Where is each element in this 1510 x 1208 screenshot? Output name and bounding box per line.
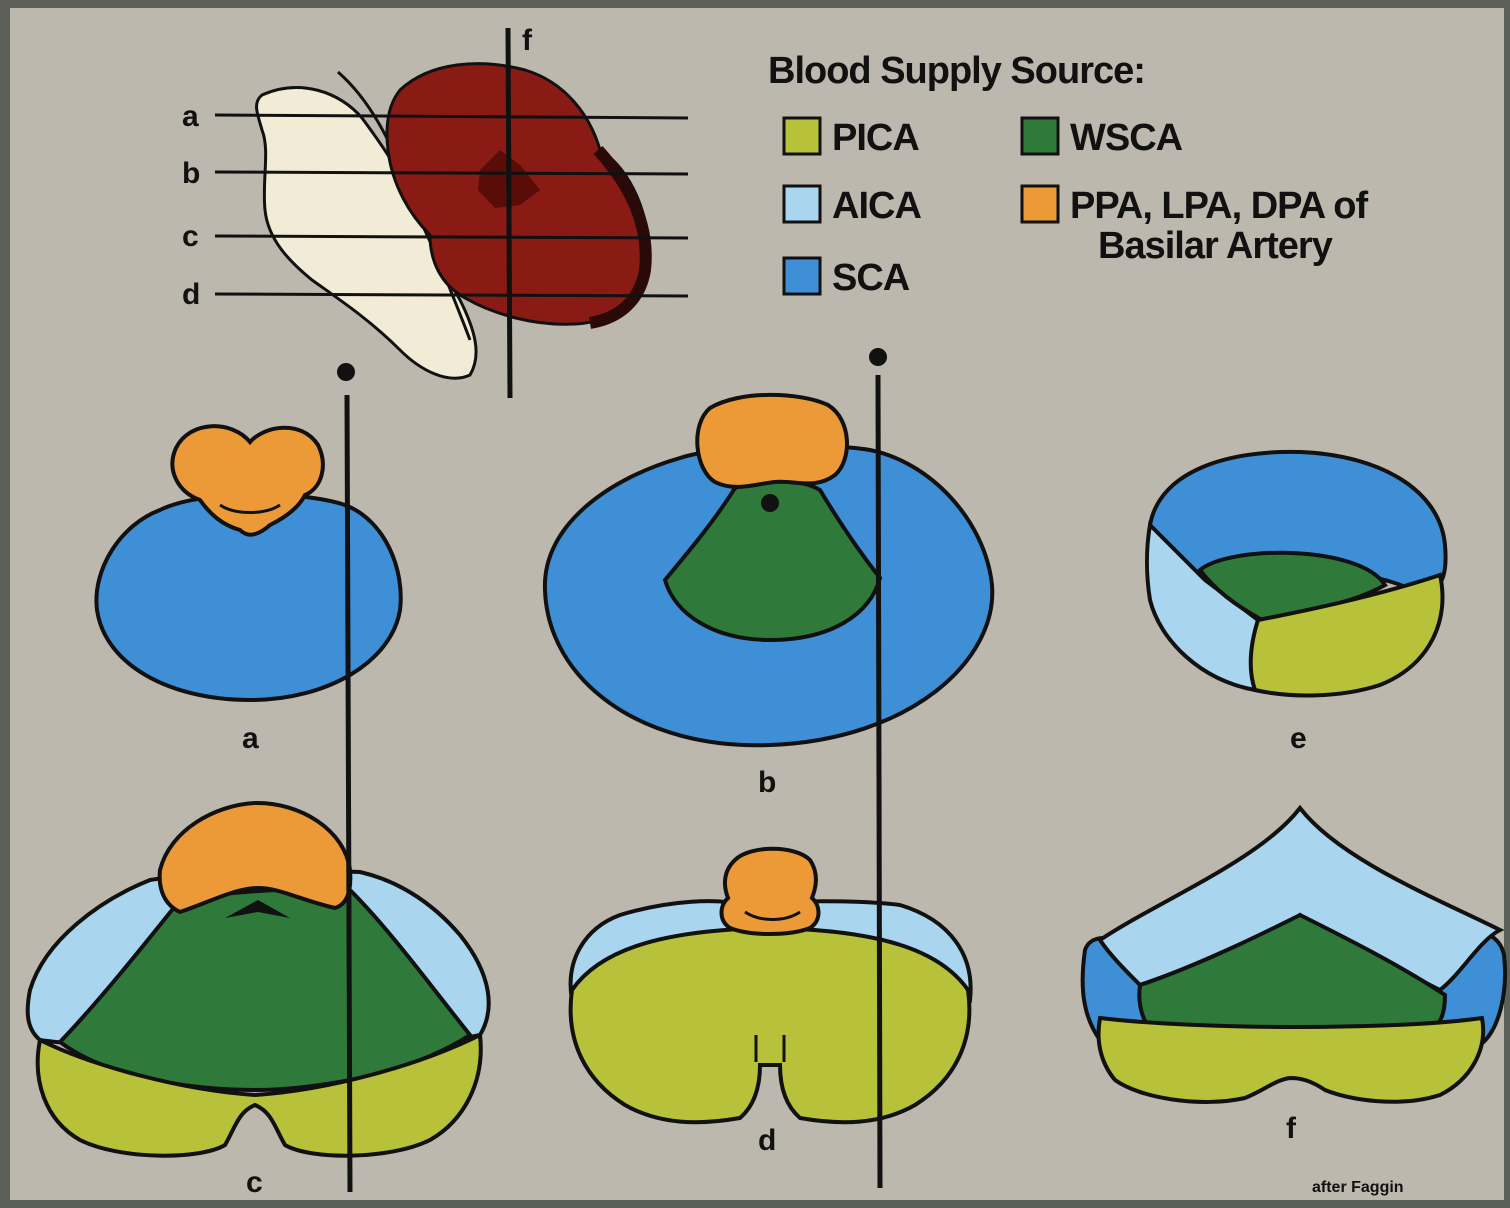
section-c-label: c bbox=[246, 1166, 263, 1199]
section-d-label: d bbox=[758, 1124, 776, 1157]
cut-line-d bbox=[215, 294, 688, 296]
legend-swatch-wsca bbox=[1022, 118, 1058, 154]
legend-label-sca: SCA bbox=[832, 257, 910, 299]
cut-label-a: a bbox=[182, 100, 199, 133]
midline-cut-right-marker bbox=[869, 348, 887, 366]
section-b-aqueduct bbox=[761, 494, 779, 512]
legend-swatch-pica bbox=[784, 118, 820, 154]
legend-label-basilar-2: Basilar Artery bbox=[1098, 225, 1333, 267]
legend-label-basilar: PPA, LPA, DPA of bbox=[1070, 185, 1368, 227]
legend-title: Blood Supply Source: bbox=[768, 50, 1145, 92]
section-b-basilar bbox=[697, 395, 847, 487]
legend-label-pica: PICA bbox=[832, 117, 919, 159]
credit-text: after Faggin bbox=[1312, 1179, 1404, 1196]
legend-swatch-basilar bbox=[1022, 186, 1058, 222]
cut-label-c: c bbox=[182, 220, 199, 253]
cut-line-f bbox=[508, 28, 510, 398]
legend-swatch-aica bbox=[784, 186, 820, 222]
midline-cut-left bbox=[347, 395, 350, 1192]
cut-label-b: b bbox=[182, 157, 200, 190]
cut-label-d: d bbox=[182, 278, 200, 311]
legend-label-aica: AICA bbox=[832, 185, 921, 227]
legend-swatch-sca bbox=[784, 258, 820, 294]
section-a-label: a bbox=[242, 722, 259, 755]
cut-label-f: f bbox=[522, 24, 533, 57]
cut-line-c bbox=[215, 236, 688, 238]
section-e-label: e bbox=[1290, 722, 1307, 755]
legend-label-wsca: WSCA bbox=[1070, 117, 1183, 159]
section-d-basilar bbox=[722, 849, 819, 934]
midline-cut-right bbox=[878, 375, 880, 1188]
midline-cut-left-marker bbox=[337, 363, 355, 381]
section-f-label: f bbox=[1286, 1112, 1297, 1145]
section-b-label: b bbox=[758, 766, 776, 799]
cut-line-b bbox=[215, 172, 688, 174]
